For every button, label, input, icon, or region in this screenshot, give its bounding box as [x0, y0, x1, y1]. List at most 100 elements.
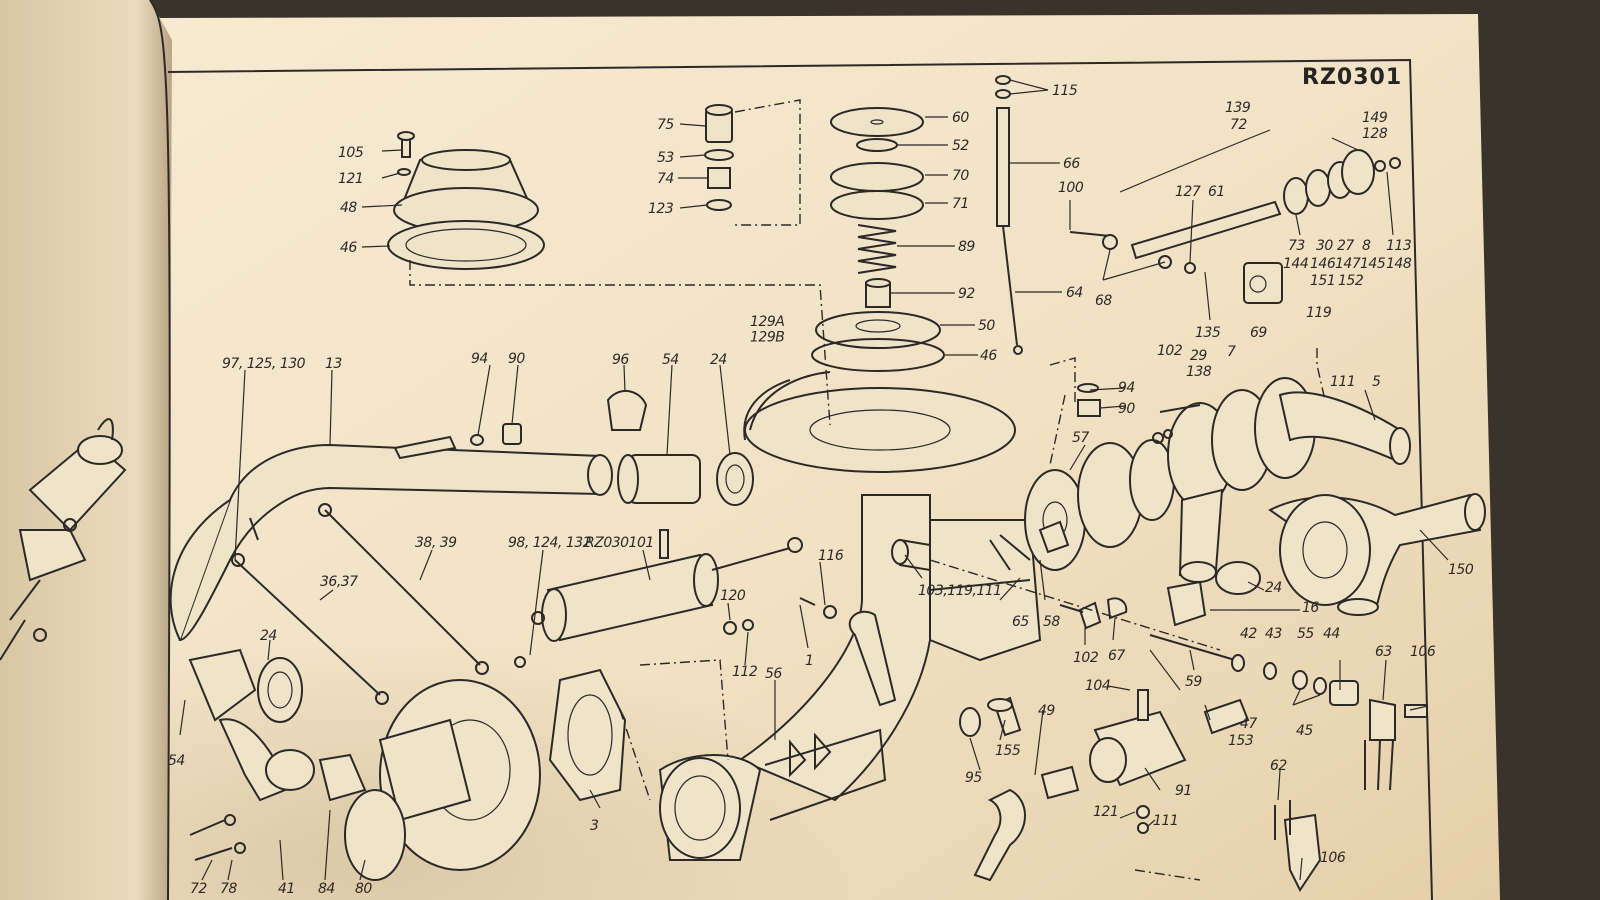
label-30: 30	[1316, 238, 1333, 254]
label-48: 48	[340, 200, 357, 216]
label-78: 78	[220, 881, 237, 897]
diagram-frame	[167, 58, 1433, 900]
label-61: 61	[1208, 184, 1225, 200]
label-111b: 111	[1153, 813, 1178, 829]
label-149: 149	[1362, 110, 1388, 126]
label-113: 113	[1386, 238, 1411, 254]
label-67: 67	[1108, 648, 1125, 664]
label-44: 44	[1323, 626, 1340, 642]
label-62: 62	[1270, 758, 1287, 774]
label-57: 57	[1072, 430, 1089, 446]
label-102: 102	[1157, 343, 1183, 359]
label-105: 105	[338, 145, 364, 161]
label-106b: 106	[1320, 850, 1346, 866]
rod-assembly	[995, 75, 1023, 355]
fasteners	[723, 520, 1128, 635]
label-63: 63	[1375, 644, 1392, 660]
label-38-39: 38, 39	[415, 535, 457, 551]
label-119: 119	[1306, 305, 1332, 321]
label-96: 96	[612, 352, 629, 368]
label-153: 153	[1228, 733, 1253, 749]
label-73: 73	[1288, 238, 1305, 254]
label-150: 150	[1448, 562, 1474, 578]
label-45: 45	[1296, 723, 1313, 739]
label-24: 24	[710, 352, 727, 368]
label-135: 135	[1195, 325, 1221, 341]
label-68: 68	[1095, 293, 1112, 309]
label-121: 121	[338, 171, 363, 187]
label-55: 55	[1297, 626, 1314, 642]
label-rz030101: RZ030101	[585, 535, 654, 551]
label-104: 104	[1085, 678, 1110, 694]
label-47: 47	[1240, 716, 1257, 732]
label-53: 53	[657, 150, 674, 166]
left-page-actuator-drawing	[0, 418, 127, 661]
label-90b: 90	[1118, 401, 1135, 417]
label-46: 46	[340, 240, 357, 256]
label-94b: 94	[1118, 380, 1135, 396]
label-128: 128	[1362, 126, 1388, 142]
label-49: 49	[1038, 703, 1055, 719]
label-91: 91	[1175, 783, 1192, 799]
label-97-125-130: 97, 125, 130	[222, 356, 306, 372]
diaphragm-valve-stack	[743, 107, 1016, 473]
lower-pump-body	[188, 648, 627, 881]
label-66: 66	[1063, 156, 1080, 172]
page-gutter	[149, 0, 171, 900]
label-111: 111	[1330, 374, 1355, 390]
label-69: 69	[1250, 325, 1267, 341]
label-146: 146	[1310, 256, 1336, 272]
label-7: 7	[1227, 344, 1236, 360]
label-42: 42	[1240, 626, 1257, 642]
label-120: 120	[720, 588, 746, 604]
label-148: 148	[1386, 256, 1412, 272]
label-147: 147	[1335, 256, 1361, 272]
valve-small-parts	[1149, 634, 1428, 791]
label-106: 106	[1410, 644, 1436, 660]
label-24c: 24	[1265, 580, 1282, 596]
label-72: 72	[1230, 117, 1247, 133]
label-27: 27	[1337, 238, 1354, 254]
diagram-code: RZ0301	[1302, 65, 1402, 90]
label-50: 50	[978, 318, 995, 334]
linkage-rods	[231, 503, 526, 705]
label-90: 90	[508, 351, 525, 367]
label-121b: 121	[1093, 804, 1118, 820]
label-5: 5	[1372, 374, 1381, 390]
label-59: 59	[1185, 674, 1202, 690]
label-58: 58	[1043, 614, 1060, 630]
label-43: 43	[1265, 626, 1282, 642]
label-98-124-132: 98, 124, 132	[508, 535, 592, 551]
part-labels: 105 121 48 46 75 53 74 123 60 52 70 71 8…	[168, 83, 1474, 897]
label-103-119-111: 103,119,111	[918, 583, 1002, 599]
label-115: 115	[1052, 83, 1078, 99]
label-75: 75	[657, 117, 674, 133]
hose-connectors	[606, 390, 754, 506]
label-8: 8	[1362, 238, 1371, 254]
label-1: 1	[805, 653, 813, 669]
label-46b: 46	[980, 348, 997, 364]
frame-bracket	[658, 494, 1042, 861]
leader-lines	[179, 79, 1449, 881]
control-valve	[959, 689, 1322, 892]
label-65: 65	[1012, 614, 1029, 630]
label-80: 80	[355, 881, 372, 897]
label-94: 94	[471, 351, 488, 367]
label-145: 145	[1360, 256, 1386, 272]
label-72b: 72	[190, 881, 207, 897]
label-152: 152	[1338, 273, 1364, 289]
label-54: 54	[662, 352, 679, 368]
label-144: 144	[1283, 256, 1308, 272]
bell-housing-assembly	[387, 131, 545, 270]
label-64: 64	[1066, 285, 1083, 301]
label-13: 13	[325, 356, 342, 372]
label-60: 60	[952, 110, 969, 126]
flanged-duct-assembly	[1024, 377, 1486, 627]
label-54b: 54	[168, 753, 185, 769]
label-89: 89	[958, 239, 975, 255]
label-102b: 102	[1073, 650, 1099, 666]
label-84: 84	[318, 881, 335, 897]
label-71: 71	[952, 196, 969, 212]
lever-assembly	[1069, 149, 1401, 304]
